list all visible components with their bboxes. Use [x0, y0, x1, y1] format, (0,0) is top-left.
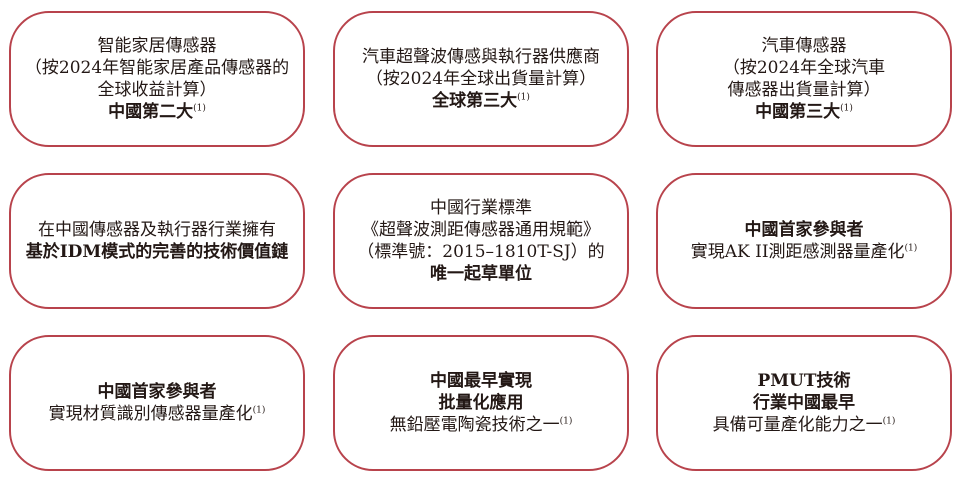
card-line: 中國第二大(1) [108, 101, 206, 123]
footnote-marker: (1) [193, 103, 206, 114]
card-line-text: 全球收益計算） [97, 80, 217, 100]
card-line: 中國行業標準 [430, 197, 532, 219]
card-line: 行業中國最早 [753, 392, 855, 414]
card-line-text: 具備可量產化能力之一 [712, 415, 883, 435]
card-line-text: 無鉛壓電陶瓷技術之一 [389, 415, 560, 435]
card-line-text: （按2024年智能家居產品傳感器的 [24, 58, 290, 78]
card-line-text: 在中國傳感器及執行器行業擁有 [38, 220, 276, 240]
card-line: PMUT技術 [757, 370, 850, 392]
card-line-text: PMUT技術 [757, 371, 851, 391]
achievement-card-ak2-mass-production: 中國首家參與者實現AK II測距感測器量產化(1) [656, 173, 952, 309]
footnote-marker: (1) [904, 243, 918, 254]
card-line: 在中國傳感器及執行器行業擁有 [38, 219, 276, 241]
card-line-text: 中國行業標準 [430, 198, 532, 218]
card-line-text: 基於IDM模式的完善的技術價值鏈 [25, 242, 289, 262]
card-line: 批量化應用 [439, 392, 524, 414]
card-line-text: 中國第三大 [755, 102, 841, 122]
achievement-card-idm-value-chain: 在中國傳感器及執行器行業擁有基於IDM模式的完善的技術價值鏈 [9, 173, 305, 309]
card-line: 傳感器出貨量計算） [728, 79, 881, 101]
card-line: （按2024年智能家居產品傳感器的 [25, 57, 289, 79]
card-line-text: （按2024年全球汽車 [722, 58, 886, 78]
card-line-text: 全球第三大 [432, 91, 518, 111]
card-line: 中國最早實現 [430, 370, 532, 392]
card-line-text: 唯一起草單位 [430, 264, 532, 284]
card-line-text: （標準號：2015–1810T-SJ）的 [357, 242, 605, 262]
achievement-card-automotive-sensor: 汽車傳感器（按2024年全球汽車傳感器出貨量計算）中國第三大(1) [656, 11, 952, 147]
achievement-card-material-recognition: 中國首家參與者實現材質識別傳感器量產化(1) [9, 335, 305, 471]
card-line-text: 行業中國最早 [753, 393, 855, 413]
card-line-text: 智能家居傳感器 [97, 36, 217, 56]
card-line: （按2024年全球出貨量計算） [366, 68, 596, 90]
footnote-marker: (1) [252, 405, 266, 416]
achievement-card-lead-free-ceramics: 中國最早實現批量化應用無鉛壓電陶瓷技術之一(1) [333, 335, 629, 471]
card-line-text: 汽車超聲波傳感與執行器供應商 [362, 47, 600, 67]
achievement-card-smart-home-sensor: 智能家居傳感器（按2024年智能家居產品傳感器的全球收益計算）中國第二大(1) [9, 11, 305, 147]
card-line: 唯一起草單位 [430, 263, 532, 285]
card-line: 中國第三大(1) [755, 101, 853, 123]
card-line: 中國首家參與者 [745, 219, 864, 241]
card-line-text: 《超聲波測距傳感器通用規範》 [362, 220, 600, 240]
footnote-marker: (1) [840, 103, 853, 114]
card-line: 實現材質識別傳感器量產化(1) [49, 403, 266, 425]
card-line: 實現AK II測距感測器量產化(1) [691, 241, 918, 263]
footnote-marker: (1) [559, 416, 573, 427]
achievement-card-industry-standard: 中國行業標準《超聲波測距傳感器通用規範》（標準號：2015–1810T-SJ）的… [333, 173, 629, 309]
card-line: 基於IDM模式的完善的技術價值鏈 [26, 241, 289, 263]
card-line-text: 中國首家參與者 [744, 220, 864, 240]
card-line: 汽車超聲波傳感與執行器供應商 [362, 46, 600, 68]
card-line-text: 實現材質識別傳感器量產化 [48, 404, 253, 424]
card-line: 《超聲波測距傳感器通用規範》 [362, 219, 600, 241]
footnote-marker: (1) [517, 92, 530, 103]
card-line: （標準號：2015–1810T-SJ）的 [357, 241, 604, 263]
card-line: 中國首家參與者 [98, 381, 217, 403]
card-line-text: 中國首家參與者 [97, 382, 217, 402]
card-line-text: 批量化應用 [438, 393, 524, 413]
card-line: 智能家居傳感器 [98, 35, 217, 57]
card-line-text: （按2024年全球出貨量計算） [365, 69, 597, 89]
achievement-card-ultrasonic-supplier: 汽車超聲波傳感與執行器供應商（按2024年全球出貨量計算）全球第三大(1) [333, 11, 629, 147]
card-line: 具備可量產化能力之一(1) [713, 414, 896, 436]
card-line: 汽車傳感器 [762, 35, 847, 57]
card-line: 全球第三大(1) [432, 90, 530, 112]
card-line-text: 實現AK II測距感測器量產化 [690, 242, 905, 262]
achievement-card-pmut-technology: PMUT技術行業中國最早具備可量產化能力之一(1) [656, 335, 952, 471]
footnote-marker: (1) [882, 416, 896, 427]
card-line: 全球收益計算） [98, 79, 217, 101]
card-line: （按2024年全球汽車 [723, 57, 885, 79]
card-line-text: 中國最早實現 [430, 371, 532, 391]
card-line-text: 汽車傳感器 [761, 36, 847, 56]
card-line-text: 傳感器出貨量計算） [727, 80, 881, 100]
card-line: 無鉛壓電陶瓷技術之一(1) [390, 414, 573, 436]
card-line-text: 中國第二大 [108, 102, 194, 122]
